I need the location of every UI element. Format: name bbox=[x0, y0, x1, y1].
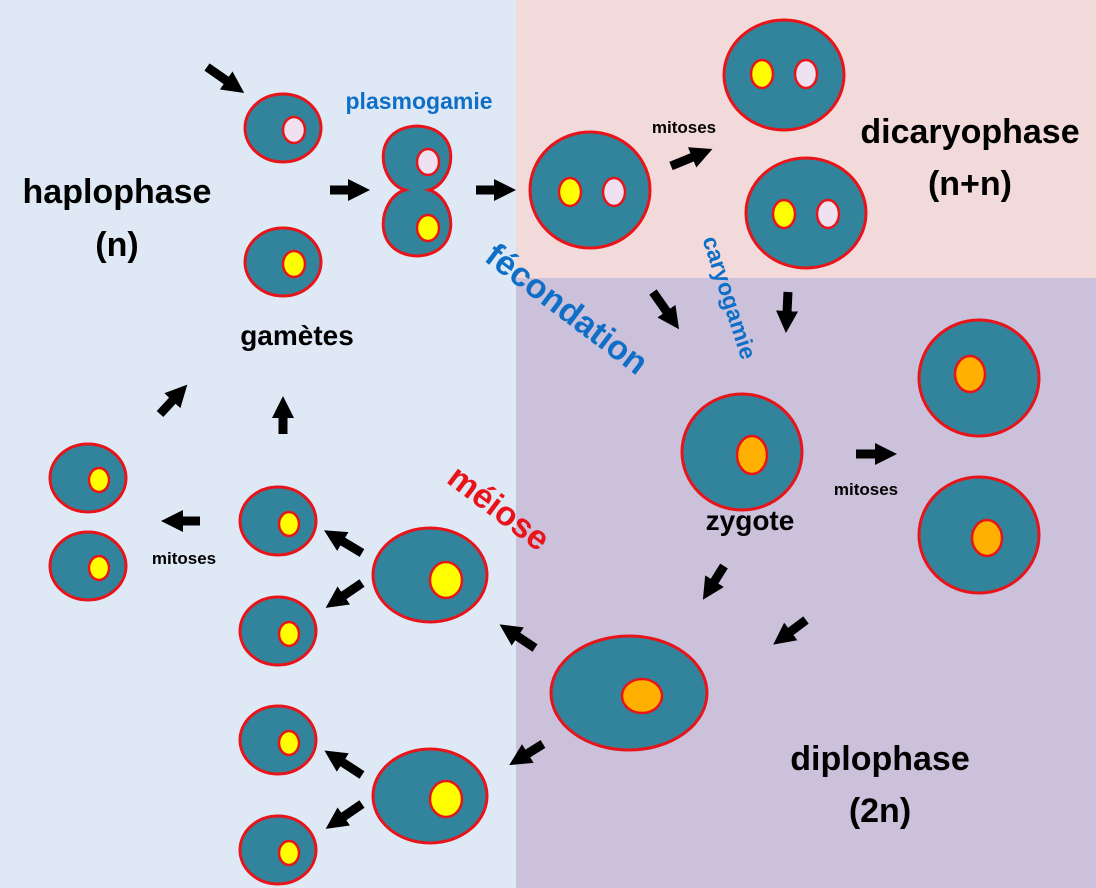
nucleus bbox=[277, 510, 301, 538]
meiotic-cell-1 bbox=[238, 485, 318, 557]
arrow-dyad-to-cell-1 bbox=[323, 530, 365, 557]
dikaryon-cell-main bbox=[528, 130, 652, 250]
meiocyte-cell bbox=[549, 634, 709, 752]
diploid-cell-top bbox=[917, 318, 1041, 438]
arrow-dyad-to-cell-4 bbox=[325, 800, 365, 829]
arrow-meiocyte-to-dyad-bottom bbox=[509, 740, 546, 766]
nucleus bbox=[415, 147, 441, 177]
nucleus bbox=[557, 176, 583, 208]
zygote-cell bbox=[680, 392, 804, 512]
nucleus bbox=[601, 176, 627, 208]
nucleus bbox=[277, 729, 301, 757]
nucleus bbox=[749, 58, 775, 90]
haplophase-label: haplophase bbox=[23, 173, 212, 211]
meiotic-cell-2 bbox=[238, 595, 318, 667]
arrow-meiocyte-to-dyad-top bbox=[499, 624, 538, 652]
arrow-dikaryon-mitoses bbox=[669, 147, 713, 171]
haploid-cell-left-top bbox=[48, 442, 128, 514]
meiosis-dyad-cell-top bbox=[371, 526, 489, 624]
nucleus bbox=[970, 518, 1004, 558]
nucleus bbox=[281, 249, 307, 279]
nucleus bbox=[415, 213, 441, 243]
arrow-into-gamete bbox=[204, 63, 245, 94]
nucleus bbox=[815, 198, 841, 230]
diplophase-label: diplophase bbox=[790, 740, 969, 778]
nucleus bbox=[428, 779, 464, 819]
gamete-cell-bottom bbox=[243, 226, 323, 298]
mitoses-label-top: mitoses bbox=[652, 118, 716, 137]
arrow-dyad-to-cell-3 bbox=[324, 750, 365, 779]
arrow-dyad-to-cell-2 bbox=[325, 579, 365, 608]
nucleus bbox=[277, 839, 301, 867]
haploid-cell-left-bottom bbox=[48, 530, 128, 602]
diplophase-ploidy: (2n) bbox=[849, 792, 911, 830]
arrow-fecondation bbox=[649, 289, 680, 330]
arrow-diploid-to-meiocyte bbox=[773, 616, 809, 645]
dikaryon-cell-top bbox=[722, 18, 846, 132]
haplophase-ploidy: (n) bbox=[95, 226, 138, 264]
mitoses-label-left: mitoses bbox=[152, 549, 216, 568]
nucleus bbox=[277, 620, 301, 648]
nucleus bbox=[735, 434, 769, 476]
gamete-cell-top bbox=[243, 92, 323, 164]
dicaryophase-ploidy: (n+n) bbox=[928, 165, 1012, 203]
gametes-label: gamètes bbox=[240, 320, 354, 351]
arrow-caryogamie bbox=[776, 291, 799, 333]
nucleus bbox=[87, 466, 111, 494]
nucleus bbox=[953, 354, 987, 394]
arrow-zygote-to-meiocyte bbox=[702, 563, 728, 600]
nucleus bbox=[428, 560, 464, 600]
nucleus bbox=[87, 554, 111, 582]
meiosis-dyad-cell-bottom bbox=[371, 747, 489, 845]
nucleus bbox=[771, 198, 797, 230]
nucleus bbox=[281, 115, 307, 145]
dicaryophase-label: dicaryophase bbox=[860, 113, 1079, 151]
zygote-label: zygote bbox=[706, 505, 795, 536]
nucleus bbox=[793, 58, 819, 90]
arrow-left-cells-to-gametes bbox=[156, 384, 188, 418]
mitoses-label-right: mitoses bbox=[834, 480, 898, 499]
nucleus bbox=[620, 677, 664, 715]
meiotic-cell-3 bbox=[238, 704, 318, 776]
diploid-cell-bottom bbox=[917, 475, 1041, 595]
meiotic-cell-4 bbox=[238, 814, 318, 886]
plasmogamy-cells bbox=[381, 124, 453, 258]
dikaryon-cell-bottom bbox=[744, 156, 868, 270]
plasmogamie-label: plasmogamie bbox=[346, 88, 493, 114]
